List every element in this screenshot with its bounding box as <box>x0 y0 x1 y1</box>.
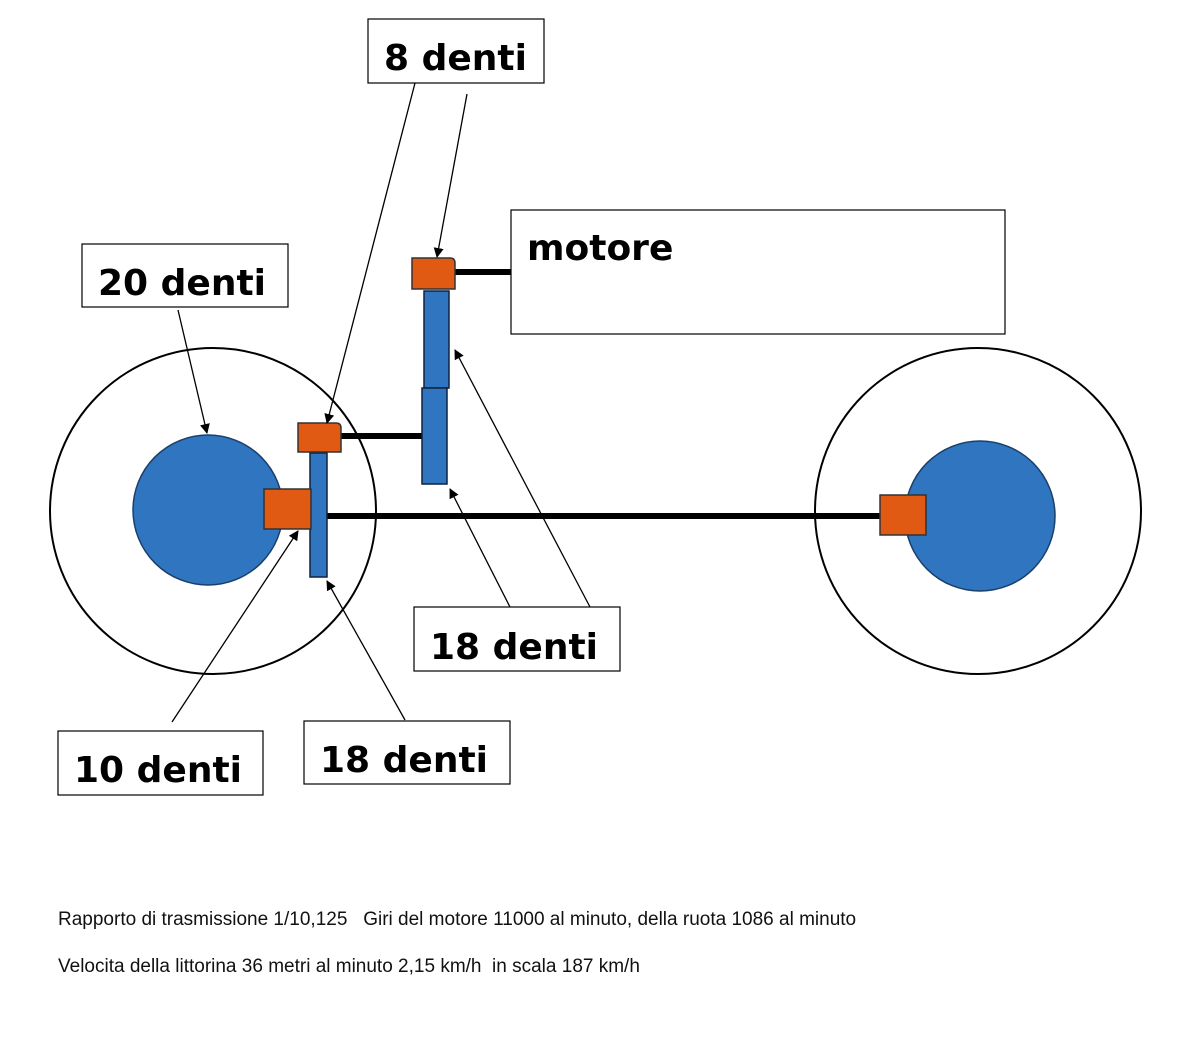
upper-18-tooth-gear <box>423 290 450 389</box>
bottom-18-tooth-gear <box>309 452 328 578</box>
label-box-20-denti <box>81 243 289 308</box>
lower-18-tooth-gear <box>421 387 448 485</box>
motor-8-tooth-gear <box>411 257 456 290</box>
transmission-ratio-note: Rapporto di trasmissione 1/10,125 Giri d… <box>58 909 857 930</box>
arrow-8-denti-motor <box>433 93 468 258</box>
label-8-denti: 8 denti <box>384 38 527 79</box>
label-box-18-denti-bottom <box>303 720 511 785</box>
left-wheel <box>49 347 377 675</box>
label-box-8-denti <box>367 18 545 84</box>
label-box-18-denti-middle <box>413 606 621 672</box>
label-18-denti-bottom: 18 denti <box>320 740 488 781</box>
arrow-8-denti-intermediate <box>324 82 416 424</box>
arrow-18-denti-upper <box>454 349 591 608</box>
right-axle-gear <box>879 494 927 536</box>
intermediate-8-tooth-gear <box>297 422 342 453</box>
left-10-tooth-gear <box>263 488 312 530</box>
right-wheel <box>814 347 1142 675</box>
arrow-20-denti <box>177 309 210 434</box>
label-motore: motore <box>527 228 673 269</box>
arrow-18-denti-bottom <box>326 580 406 721</box>
speed-note: Velocita della littorina 36 metri al min… <box>58 956 640 977</box>
left-wheel-gear <box>132 434 284 586</box>
arrow-18-denti-lower <box>449 488 511 608</box>
label-18-denti-middle: 18 denti <box>430 627 598 668</box>
arrow-10-denti <box>171 530 299 723</box>
motor-box <box>510 209 1006 335</box>
label-20-denti: 20 denti <box>98 263 266 304</box>
right-wheel-gear <box>904 440 1056 592</box>
label-box-10-denti <box>57 730 264 796</box>
label-10-denti: 10 denti <box>74 750 242 791</box>
